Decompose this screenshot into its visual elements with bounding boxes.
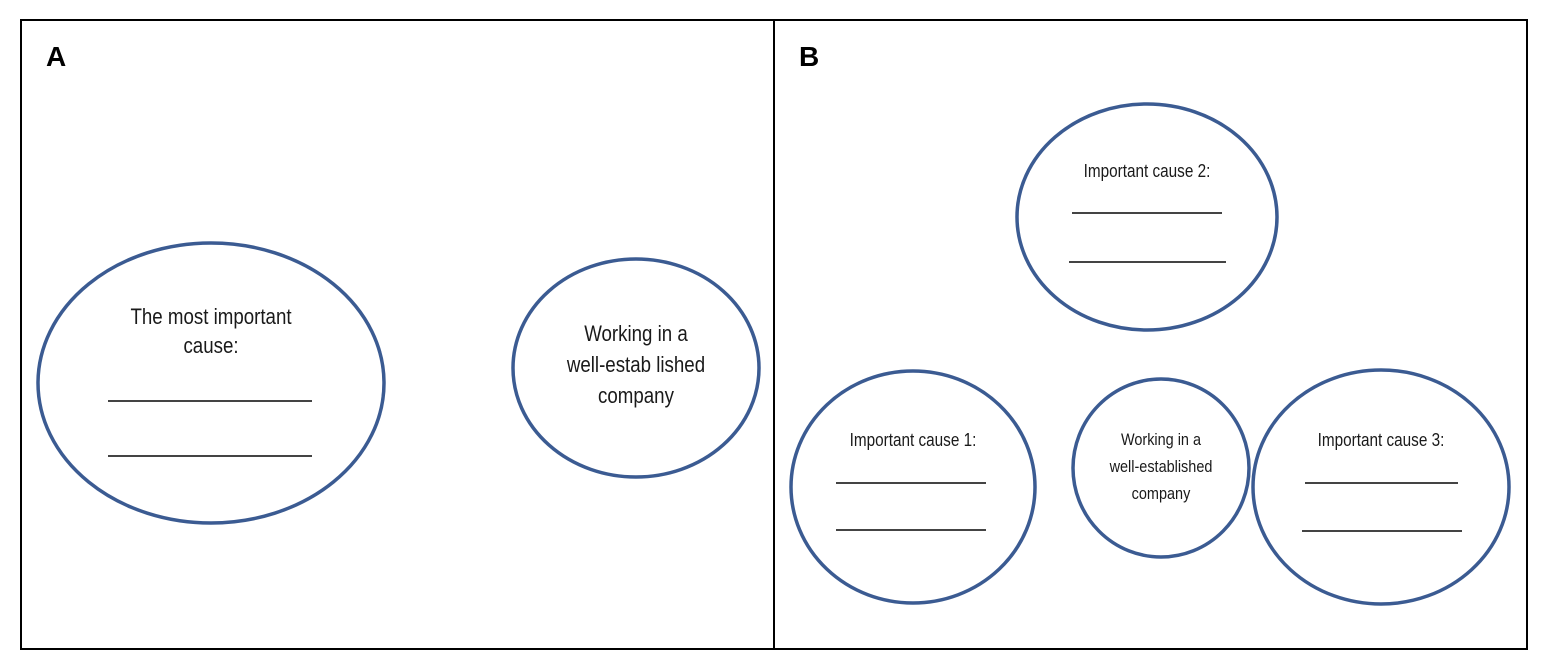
outcome-label-a-line-2: well-estab lished <box>566 352 706 377</box>
cause-2-ellipse <box>1015 102 1279 332</box>
outcome-label-a: Working in a well-estab lished company <box>560 318 713 411</box>
outcome-ellipse-a <box>511 257 761 479</box>
outcome-label-b-line-1: Working in a <box>1120 430 1202 449</box>
main-cause-label-line-2: cause: <box>183 333 239 358</box>
panel-b: B Important cause 2: Important cause 1: … <box>775 21 1526 648</box>
outcome-label-a-line-1: Working in a <box>584 321 688 346</box>
panel-a-label: A <box>46 41 67 72</box>
panel-a-shapes <box>36 241 761 525</box>
main-cause-label: The most important cause: <box>101 302 320 360</box>
cause-2-label: Important cause 2: <box>1083 161 1211 181</box>
outcome-ellipse-b <box>1071 377 1251 559</box>
outcome-label-b-line-2: well-established <box>1109 457 1213 476</box>
outcome-label-b-line-3: company <box>1131 484 1191 503</box>
panel-a: A The most important cause: Working in a… <box>22 21 775 648</box>
cause-3-ellipse <box>1251 368 1511 606</box>
main-cause-label-line-1: The most important <box>130 304 292 329</box>
panel-b-label: B <box>799 41 820 72</box>
outcome-label-a-line-3: company <box>598 383 674 408</box>
cause-3-label: Important cause 3: <box>1317 430 1445 450</box>
cause-1-label: Important cause 1: <box>849 430 977 450</box>
figure-frame: A The most important cause: Working in a… <box>20 19 1528 650</box>
main-cause-ellipse <box>36 241 386 525</box>
panel-b-shapes <box>789 102 1511 606</box>
cause-1-ellipse <box>789 369 1037 605</box>
outcome-label-b: Working in a well-established company <box>1097 426 1225 507</box>
